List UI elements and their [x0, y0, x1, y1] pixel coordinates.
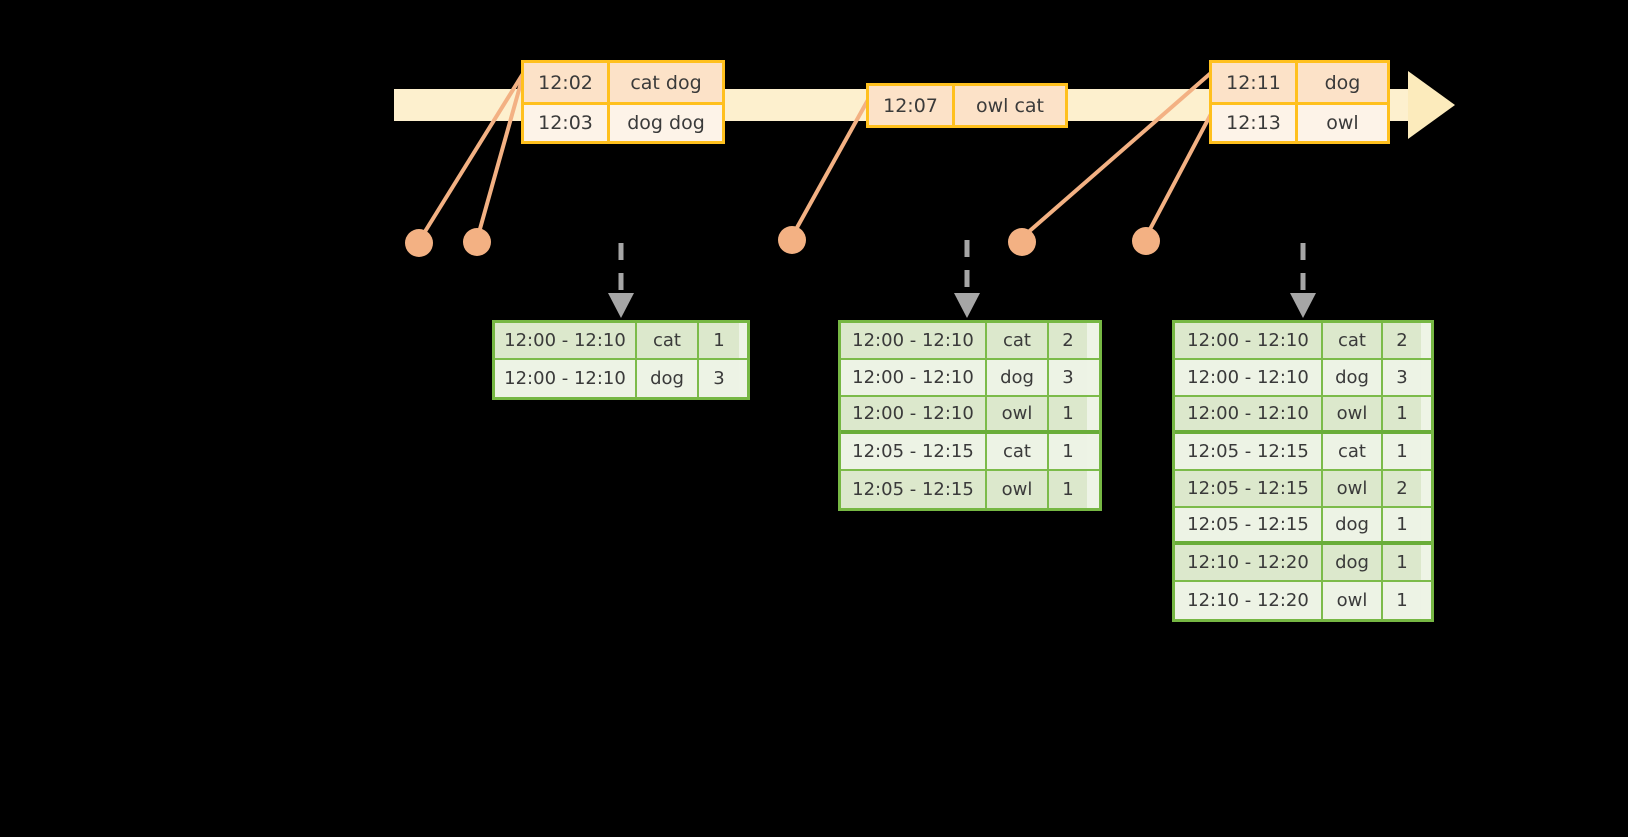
table-row[interactable]: 12:00 - 12:10 dog 3: [495, 360, 747, 397]
flow-arrow-head-1: [608, 293, 634, 318]
event-row[interactable]: 12:07 owl cat: [869, 86, 1065, 125]
cell-range: 12:10 - 12:20: [1175, 582, 1323, 619]
cell-count: 3: [1049, 360, 1087, 395]
result-table-1[interactable]: 12:00 - 12:10 cat 1 12:00 - 12:10 dog 3: [492, 320, 750, 400]
event-group-2[interactable]: 12:07 owl cat: [866, 83, 1068, 128]
cell-count: 1: [1383, 434, 1421, 469]
cell-word: owl: [1323, 582, 1383, 619]
connector-line-5: [1146, 111, 1214, 234]
cell-range: 12:00 - 12:10: [1175, 360, 1323, 395]
event-time: 12:03: [524, 105, 610, 141]
connector-line-2: [476, 71, 526, 237]
cell-range: 12:00 - 12:10: [495, 323, 637, 358]
cell-word: cat: [1323, 434, 1383, 469]
cell-word: owl: [987, 397, 1049, 430]
cell-range: 12:00 - 12:10: [841, 360, 987, 395]
table-row[interactable]: 12:00 - 12:10 cat 2: [841, 323, 1099, 360]
cell-count: 1: [1383, 508, 1421, 541]
cell-word: dog: [1323, 360, 1383, 395]
cell-word: owl: [1323, 471, 1383, 506]
cell-range: 12:05 - 12:15: [1175, 471, 1323, 506]
table-row[interactable]: 12:00 - 12:10 dog 3: [1175, 360, 1431, 397]
cell-count: 2: [1383, 323, 1421, 358]
connector-dot-3: [778, 226, 806, 254]
table-row[interactable]: 12:10 - 12:20 dog 1: [1175, 545, 1431, 582]
event-row[interactable]: 12:13 owl: [1212, 102, 1387, 141]
cell-count: 1: [1383, 545, 1421, 580]
cell-word: cat: [637, 323, 699, 358]
cell-count: 1: [1383, 582, 1421, 619]
event-payload: dog: [1298, 63, 1387, 102]
cell-range: 12:00 - 12:10: [841, 323, 987, 358]
cell-range: 12:05 - 12:15: [1175, 434, 1323, 469]
cell-count: 1: [1049, 397, 1087, 430]
connector-line-1: [419, 70, 526, 240]
event-payload: dog dog: [610, 105, 722, 141]
cell-word: cat: [987, 434, 1049, 469]
table-row[interactable]: 12:10 - 12:20 owl 1: [1175, 582, 1431, 619]
cell-count: 3: [699, 360, 739, 397]
event-group-1[interactable]: 12:02 cat dog 12:03 dog dog: [521, 60, 725, 144]
cell-range: 12:00 - 12:10: [495, 360, 637, 397]
table-row[interactable]: 12:05 - 12:15 cat 1: [1175, 434, 1431, 471]
connector-dot-4: [1008, 228, 1036, 256]
cell-range: 12:00 - 12:10: [841, 397, 987, 430]
table-row[interactable]: 12:00 - 12:10 cat 2: [1175, 323, 1431, 360]
table-row[interactable]: 12:00 - 12:10 owl 1: [841, 397, 1099, 434]
event-time: 12:02: [524, 63, 610, 102]
cell-word: owl: [987, 471, 1049, 508]
event-row[interactable]: 12:03 dog dog: [524, 102, 722, 141]
timeline-arrowhead: [1408, 71, 1455, 139]
event-time: 12:13: [1212, 105, 1298, 141]
event-row[interactable]: 12:11 dog: [1212, 63, 1387, 102]
event-payload: cat dog: [610, 63, 722, 102]
flow-arrow-group: [608, 240, 1316, 318]
cell-word: dog: [1323, 508, 1383, 541]
cell-count: 2: [1383, 471, 1421, 506]
cell-count: 2: [1049, 323, 1087, 358]
cell-word: cat: [987, 323, 1049, 358]
event-time: 12:11: [1212, 63, 1298, 102]
connector-dot-1: [405, 229, 433, 257]
event-group-3[interactable]: 12:11 dog 12:13 owl: [1209, 60, 1390, 144]
cell-count: 3: [1383, 360, 1421, 395]
cell-count: 1: [1049, 434, 1087, 469]
table-row[interactable]: 12:00 - 12:10 dog 3: [841, 360, 1099, 397]
cell-range: 12:05 - 12:15: [841, 471, 987, 508]
event-row[interactable]: 12:02 cat dog: [524, 63, 722, 102]
cell-word: dog: [637, 360, 699, 397]
cell-count: 1: [1383, 397, 1421, 430]
table-row[interactable]: 12:05 - 12:15 cat 1: [841, 434, 1099, 471]
result-table-2[interactable]: 12:00 - 12:10 cat 2 12:00 - 12:10 dog 3 …: [838, 320, 1102, 511]
connector-line-3: [792, 97, 871, 234]
cell-count: 1: [699, 323, 739, 358]
flow-arrow-head-2: [954, 293, 980, 318]
cell-range: 12:05 - 12:15: [1175, 508, 1323, 541]
result-table-3[interactable]: 12:00 - 12:10 cat 2 12:00 - 12:10 dog 3 …: [1172, 320, 1434, 622]
cell-word: dog: [1323, 545, 1383, 580]
cell-range: 12:00 - 12:10: [1175, 323, 1323, 358]
cell-range: 12:10 - 12:20: [1175, 545, 1323, 580]
cell-count: 1: [1049, 471, 1087, 508]
cell-word: dog: [987, 360, 1049, 395]
table-row[interactable]: 12:00 - 12:10 cat 1: [495, 323, 747, 360]
connector-dot-2: [463, 228, 491, 256]
connector-dot-5: [1132, 227, 1160, 255]
flow-arrow-head-3: [1290, 293, 1316, 318]
cell-range: 12:00 - 12:10: [1175, 397, 1323, 430]
table-row[interactable]: 12:05 - 12:15 dog 1: [1175, 508, 1431, 545]
event-payload: owl: [1298, 105, 1387, 141]
event-time: 12:07: [869, 86, 955, 125]
table-row[interactable]: 12:00 - 12:10 owl 1: [1175, 397, 1431, 434]
event-payload: owl cat: [955, 86, 1065, 125]
cell-word: cat: [1323, 323, 1383, 358]
table-row[interactable]: 12:05 - 12:15 owl 1: [841, 471, 1099, 508]
table-row[interactable]: 12:05 - 12:15 owl 2: [1175, 471, 1431, 508]
cell-word: owl: [1323, 397, 1383, 430]
cell-range: 12:05 - 12:15: [841, 434, 987, 469]
